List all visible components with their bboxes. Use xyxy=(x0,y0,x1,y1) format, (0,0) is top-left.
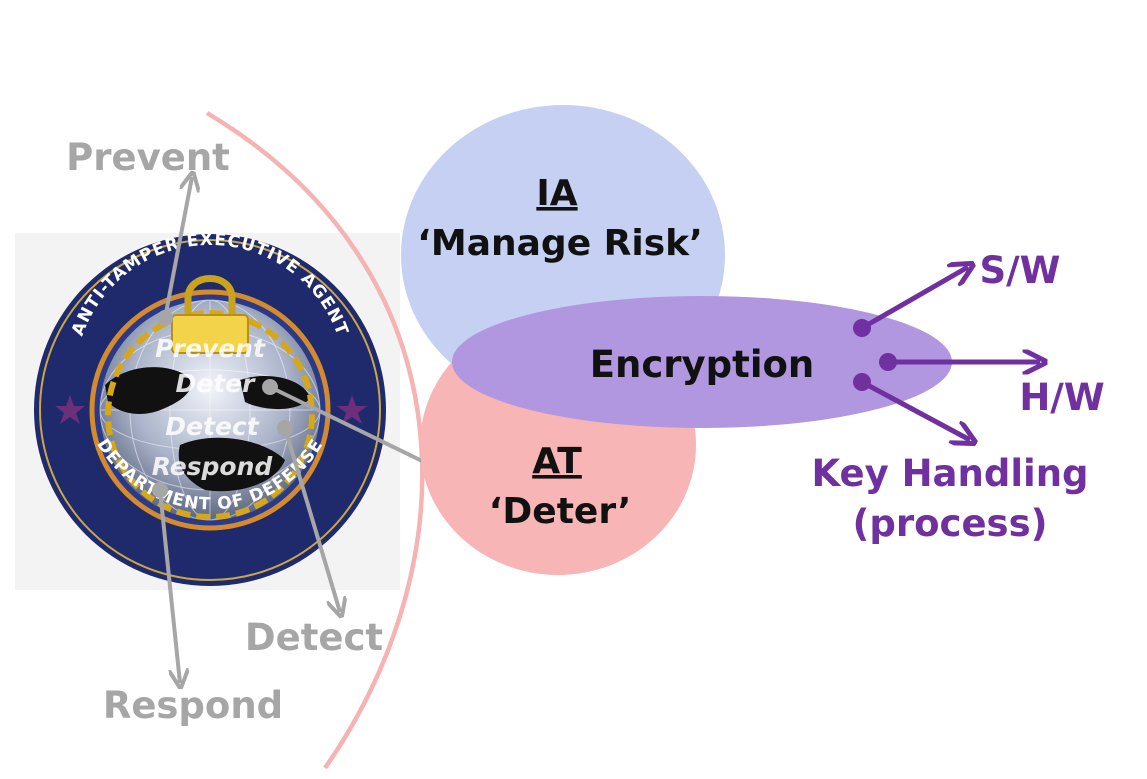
label-process: (process) xyxy=(852,502,1047,545)
seal-word-detect: Detect xyxy=(165,412,259,441)
arrow-to-prevent xyxy=(163,177,192,319)
star-icon-left xyxy=(55,395,85,424)
seal-word-prevent: Prevent xyxy=(155,334,266,363)
label-sw: S/W xyxy=(980,249,1061,292)
encryption-label: Encryption xyxy=(590,343,815,386)
label-key-handling: Key Handling xyxy=(811,452,1088,495)
arrow-to-key-handling xyxy=(860,379,970,440)
label-detect: Detect xyxy=(245,616,383,659)
label-hw: H/W xyxy=(1019,376,1104,419)
star-icon-right xyxy=(337,395,367,424)
padlock-icon xyxy=(171,275,249,354)
label-respond: Respond xyxy=(103,684,283,727)
label-prevent: Prevent xyxy=(66,136,230,179)
chain-icon xyxy=(105,310,315,520)
arrow-to-detect xyxy=(283,427,340,612)
at-subtitle: ‘Deter’ xyxy=(489,491,632,532)
encryption-bubble xyxy=(452,296,952,428)
encryption-branch-arrows xyxy=(853,267,1040,440)
boundary-arc xyxy=(205,111,425,770)
ia-title: IA xyxy=(536,173,577,214)
seal-word-respond: Respond xyxy=(152,452,274,481)
continent-silhouette xyxy=(105,367,192,414)
arrow-to-sw xyxy=(860,267,968,331)
seal-word-deter: Deter xyxy=(176,369,257,398)
at-title: AT xyxy=(532,441,582,482)
ia-subtitle: ‘Manage Risk’ xyxy=(417,223,703,264)
anti-tamper-seal: ANTI-TAMPER EXECUTIVE AGENT DEPARTMENT O… xyxy=(34,230,386,586)
arrow-to-respond xyxy=(158,489,180,683)
